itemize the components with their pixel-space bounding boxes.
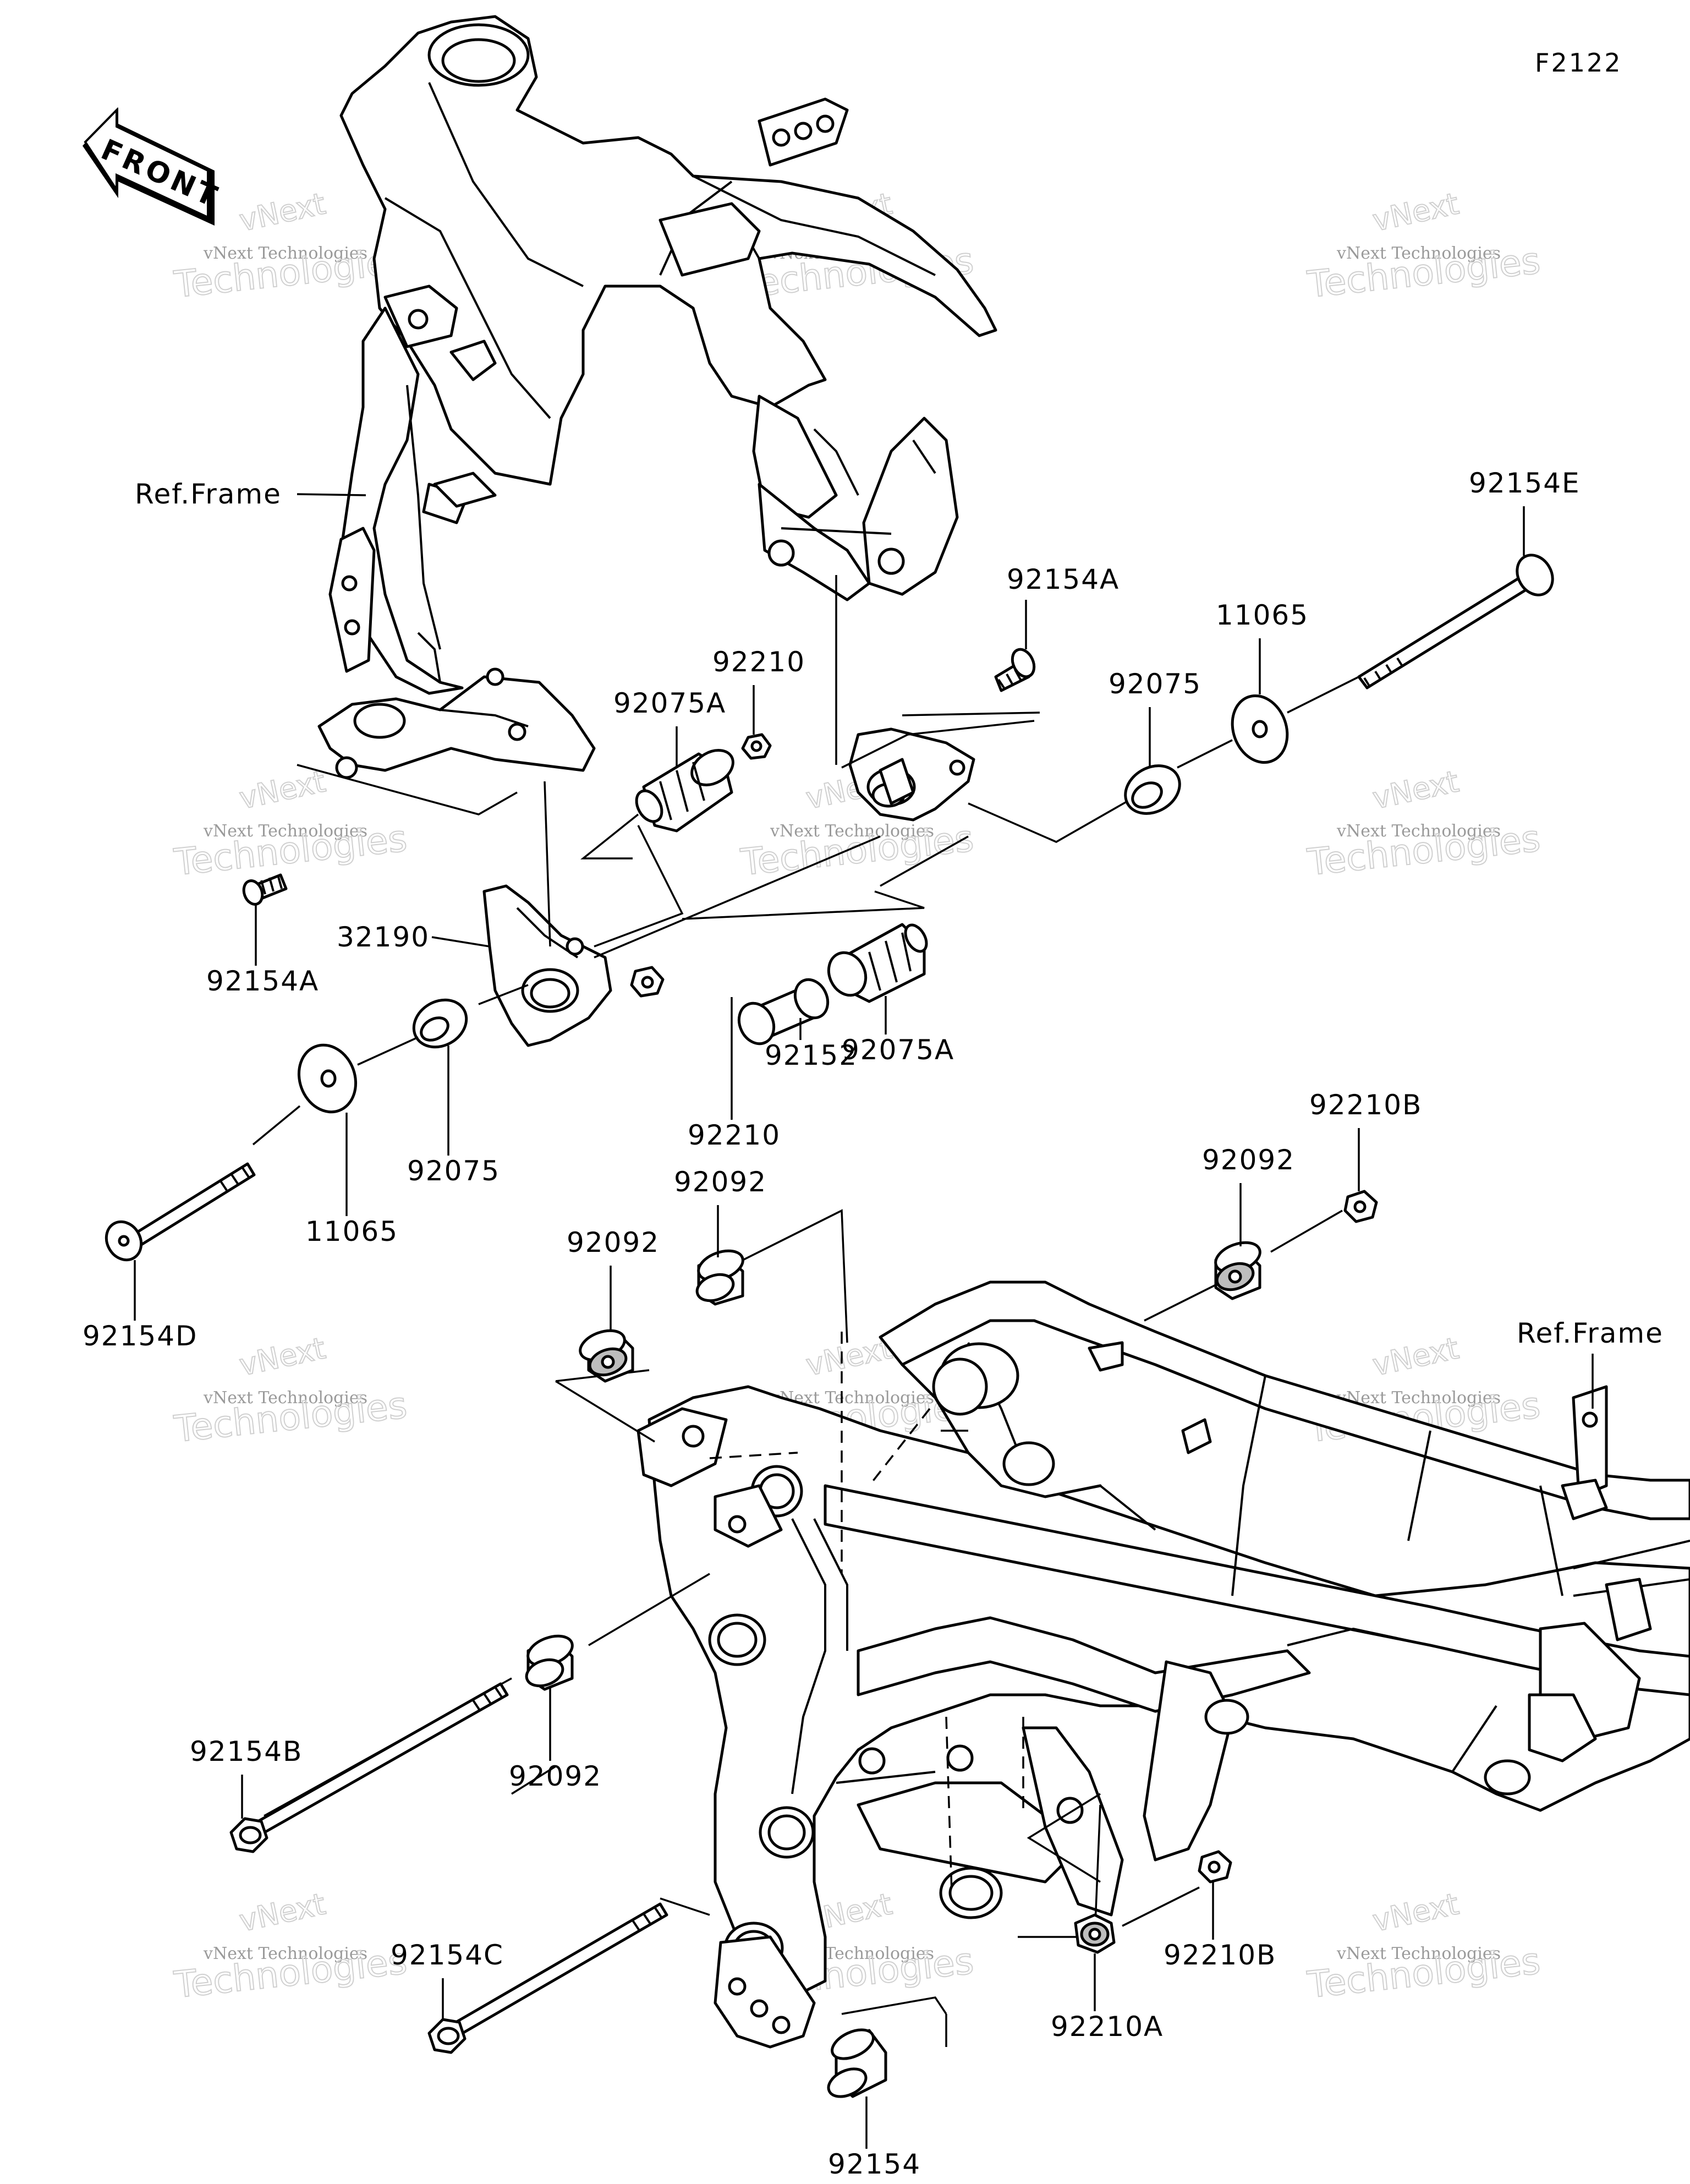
watermark: vNext vNext Technologies Technologies [172,1886,410,2007]
label-92154A-left: 92154A [206,965,319,997]
label-92075-left: 92075 [407,1155,500,1187]
label-92210B-bottom: 92210B [1164,1939,1276,1971]
part-labels: 92154E 92154A 11065 92075 92210 92075A 9… [83,467,1581,2180]
watermark-brand: vNext [1370,1331,1462,1382]
part-92210-nut-middle [630,966,665,998]
watermark-brand: vNext [237,1331,328,1382]
part-92154E-long-bolt [1357,554,1554,689]
part-92075-collar-left [412,998,468,1049]
part-92092-bushing-bottom [525,1634,574,1691]
diagram-code: F2122 [1535,48,1622,78]
part-92075A-damper-lower [827,923,928,1003]
part-92075A-damper-upper [635,749,734,833]
label-92154A-top: 92154A [1007,563,1120,595]
label-92075-right: 92075 [1109,668,1201,700]
label-92092-bottom: 92092 [509,1760,602,1792]
label-11065-right: 11065 [1216,599,1309,631]
watermark-company: vNext Technologies [203,822,367,841]
label-92210B-top: 92210B [1309,1089,1422,1121]
label-92210-middle: 92210 [688,1119,781,1151]
label-92152: 92152 [765,1039,858,1071]
part-92154C-long-bolt [427,1902,668,2054]
part-11065-washer-left [297,1043,358,1114]
part-32190-bracket [482,884,612,1047]
watermark: vNext vNext Technologies Technologies [172,763,410,884]
label-ref-frame-top: Ref.Frame [135,478,282,510]
watermark: vNext vNext Technologies Technologies [1305,185,1543,306]
watermark-company: vNext Technologies [1336,822,1501,841]
label-92092-a: 92092 [567,1227,660,1258]
watermark-company: vNext Technologies [770,822,934,841]
label-92154C: 92154C [391,1939,504,1971]
label-92154: 92154 [828,2148,921,2180]
label-92210-top: 92210 [712,646,805,678]
watermark: vNext vNext Technologies Technologies [172,1330,410,1451]
label-ref-frame-bottom: Ref.Frame [1517,1317,1664,1349]
label-92154B: 92154B [190,1736,303,1767]
frame-rear-section [637,1280,1690,2049]
watermark-brand: vNext [237,1886,328,1938]
watermark-company: vNext Technologies [1336,1944,1501,1963]
label-32190: 32190 [337,921,430,953]
part-92154D-long-bolt [105,1162,256,1262]
label-92075A-middle: 92075A [842,1034,954,1066]
part-92210B-nut-bottom [1198,1850,1232,1884]
watermark-company: vNext Technologies [203,1388,367,1408]
engine-mount-plate [848,727,975,822]
label-92092-b: 92092 [674,1166,767,1198]
watermark-brand: vNext [1370,1886,1462,1938]
part-92154-collar-bottom [827,2028,887,2098]
label-92075A-top: 92075A [613,687,726,719]
label-92154D: 92154D [83,1320,198,1352]
part-92092-bushing-a [579,1329,634,1383]
watermark-brand: vNext [237,186,328,238]
watermark-company: vNext Technologies [1336,244,1501,263]
part-92092-bushing-c [1214,1241,1261,1300]
part-92092-bushing-b [695,1249,744,1306]
watermark-company: vNext Technologies [203,244,367,263]
part-92210A-nut [1074,1913,1116,1954]
watermark-brand: vNext [1370,186,1462,238]
watermark: vNext vNext Technologies Technologies [1305,763,1543,884]
watermark-brand: vNext [237,764,328,815]
watermark-company: vNext Technologies [203,1944,367,1963]
part-92210-nut-upper [741,733,772,760]
label-92210A: 92210A [1051,2011,1164,2043]
part-92075-collar-right [1124,764,1181,815]
part-92154A-bolt-upper [994,648,1036,692]
label-11065-left: 11065 [305,1216,398,1247]
part-92154A-bolt-left [242,873,288,906]
part-92152-collar [737,978,830,1046]
label-92154E: 92154E [1469,467,1581,499]
part-92154B-long-bolt [229,1682,509,1853]
label-92092-c: 92092 [1202,1144,1295,1176]
watermark: vNext vNext Technologies Technologies [1305,1886,1543,2007]
part-11065-washer-right [1231,694,1289,764]
watermark-brand: vNext [1370,764,1462,815]
part-92210B-nut-top [1343,1190,1378,1223]
front-arrow-icon: FRONT [83,107,224,226]
frame-front-section [317,15,997,779]
